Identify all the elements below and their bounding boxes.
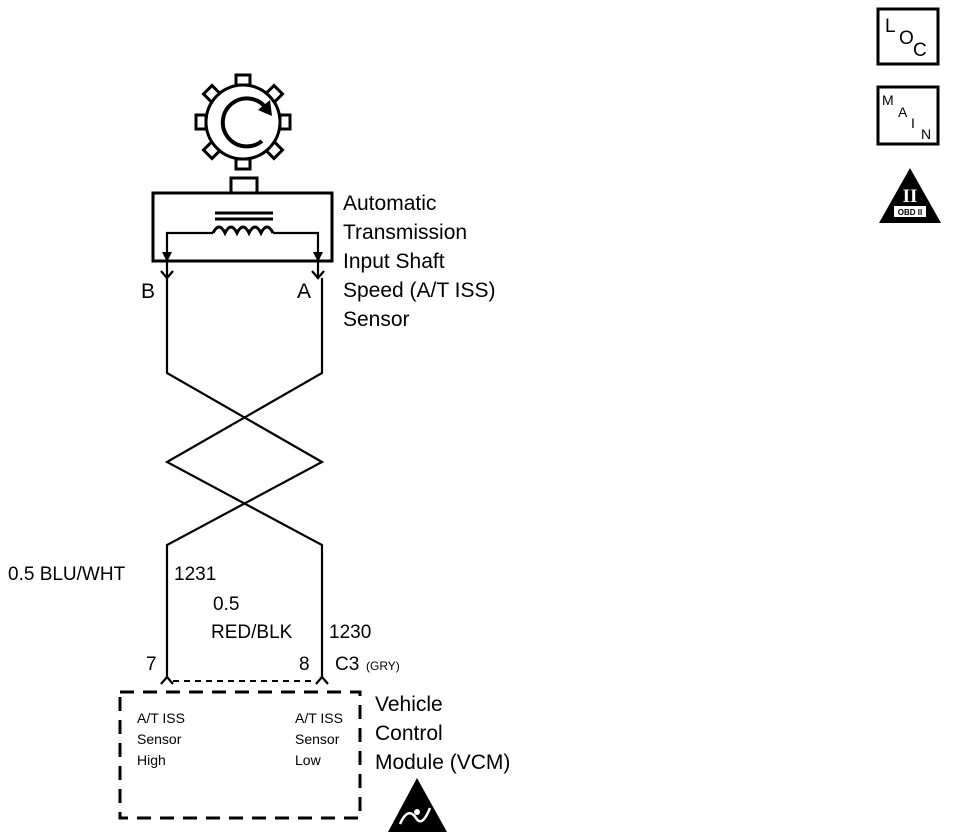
sensor-pin-b [160,262,174,280]
connector-name-label: C3 [335,654,359,675]
connector-pin-8-label: 8 [299,654,310,675]
svg-text:L: L [885,16,896,37]
svg-text:OBD II: OBD II [898,208,922,217]
left-wire-color-label: 0.5 BLU/WHT [8,564,126,585]
loc-icon[interactable]: L O C [876,7,940,66]
connector-c3 [160,675,329,685]
svg-text:II: II [903,186,918,207]
svg-text:I: I [911,115,915,131]
right-wire-size-label: 0.5 [213,594,239,615]
main-icon[interactable]: M A I N [876,85,940,146]
twisted-pair-wires [164,278,325,677]
reluctor-wheel-icon [194,73,292,171]
esd-warning-icon [388,778,447,832]
obd-ii-icon[interactable]: II OBD II [879,168,941,223]
connector-color-label: (GRY) [366,659,400,673]
vcm-input-high-label: A/T ISS Sensor High [137,710,189,768]
vcm-module-name: Vehicle Control Module (VCM) [375,693,510,774]
vcm-module-outline [118,690,362,820]
pin-a-label: A [297,280,311,303]
sensor-name: Automatic Transmission Input Shaft Speed… [343,192,501,331]
svg-text:N: N [921,126,931,142]
sensor-pin-a [311,262,325,280]
pin-b-label: B [141,280,155,303]
svg-text:O: O [899,28,914,49]
vcm-input-low-label: A/T ISS Sensor Low [295,710,347,768]
right-wire-circuit-label: 1230 [329,622,371,643]
svg-text:A: A [898,104,908,120]
right-wire-color-label: RED/BLK [211,622,293,643]
sensor-body [151,176,334,263]
svg-text:M: M [882,92,894,108]
left-wire-circuit-label: 1231 [174,564,216,585]
connector-pin-7-label: 7 [146,654,157,675]
svg-text:C: C [913,40,927,61]
